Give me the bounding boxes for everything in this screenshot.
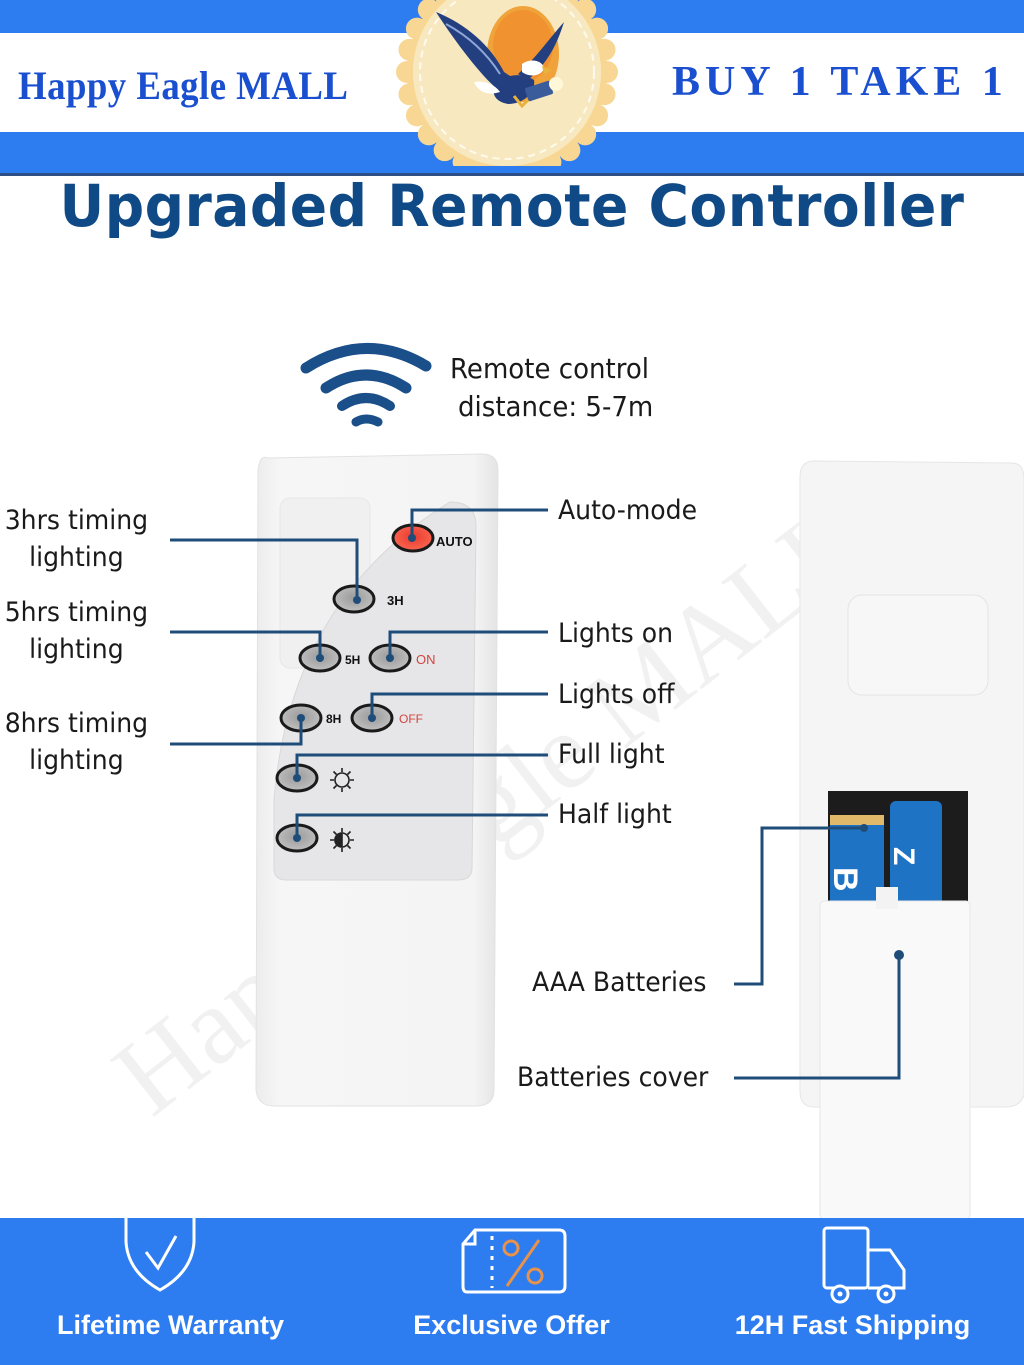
- discount-coupon-icon: [461, 1228, 567, 1294]
- badge-scallop: [596, 61, 618, 83]
- feature-fast-shipping: 12H Fast Shipping: [682, 1218, 1023, 1365]
- eagle-flashlight-badge-icon: [396, 0, 618, 166]
- feature-label: Exclusive Offer: [413, 1310, 610, 1340]
- shield-check-icon: [124, 1212, 196, 1292]
- callout-3h-line1: 3hrs timing: [4, 505, 149, 536]
- feature-exclusive-offer: Exclusive Offer: [341, 1218, 682, 1365]
- callout-line-3h: [170, 538, 359, 600]
- range-text-line2: distance: 5-7m: [458, 390, 654, 423]
- callout-5h: 5hrs timing lighting: [2, 594, 151, 668]
- callout-lines: [170, 508, 904, 1080]
- callout-line-cover: [734, 955, 901, 1080]
- feature-label: 12H Fast Shipping: [734, 1310, 971, 1340]
- callout-line-5h: [170, 630, 322, 658]
- callout-line-half: [295, 813, 548, 838]
- badge-scallop: [396, 61, 418, 83]
- callout-line-batteries: [734, 826, 864, 986]
- callout-line-off: [370, 692, 548, 718]
- sun-icon: [330, 768, 354, 792]
- feature-label: Lifetime Warranty: [56, 1310, 285, 1340]
- callout-line-8h: [170, 718, 303, 746]
- feature-bar: Lifetime Warranty Exclusive Offer 12H Fa…: [0, 1212, 1024, 1365]
- callout-3h: 3hrs timing lighting: [2, 502, 151, 576]
- remote-front: [255, 453, 499, 1107]
- callout-8h-line2: lighting: [29, 745, 124, 776]
- callout-auto-mode: Auto-mode: [558, 495, 698, 526]
- auto-button-label: AUTO: [436, 534, 473, 549]
- callout-lights-on: Lights on: [558, 618, 674, 649]
- callout-5h-line2: lighting: [29, 634, 124, 665]
- promo-text: BUY 1 TAKE 1: [672, 59, 1008, 105]
- svg-text:B: B: [826, 867, 864, 892]
- 8h-button-label: 8H: [326, 712, 341, 726]
- callout-line-full: [295, 753, 548, 778]
- callout-full-light: Full light: [558, 739, 665, 770]
- 3h-button-label: 3H: [387, 593, 404, 608]
- callout-half-light: Half light: [558, 799, 672, 830]
- remote-back: B Z: [799, 460, 1024, 1220]
- battery-compartment: B Z: [826, 791, 968, 915]
- callout-line-auto: [410, 508, 548, 536]
- svg-text:Z: Z: [887, 847, 920, 865]
- delivery-truck-icon: [822, 1226, 906, 1304]
- store-name: Happy Eagle MALL: [18, 63, 349, 108]
- callout-line-on: [388, 630, 548, 658]
- page-title: Upgraded Remote Controller: [59, 172, 965, 240]
- 5h-button-label: 5H: [345, 653, 360, 667]
- wifi-signal-icon: [300, 343, 432, 427]
- feature-lifetime-warranty: Lifetime Warranty: [0, 1212, 341, 1365]
- callout-8h-line1: 8hrs timing: [4, 708, 149, 739]
- eagle: [436, 12, 564, 109]
- off-button-label: OFF: [399, 712, 423, 726]
- callout-lights-off: Lights off: [558, 679, 675, 710]
- on-button-label: ON: [416, 652, 436, 667]
- callout-5h-line1: 5hrs timing: [4, 597, 149, 628]
- half-sun-icon: [330, 828, 354, 852]
- callout-3h-line2: lighting: [29, 542, 124, 573]
- callout-batteries-cover: Batteries cover: [517, 1062, 709, 1093]
- callout-aaa-batteries: AAA Batteries: [532, 967, 707, 998]
- callout-8h: 8hrs timing lighting: [2, 705, 151, 779]
- range-text-line1: Remote control: [450, 352, 650, 385]
